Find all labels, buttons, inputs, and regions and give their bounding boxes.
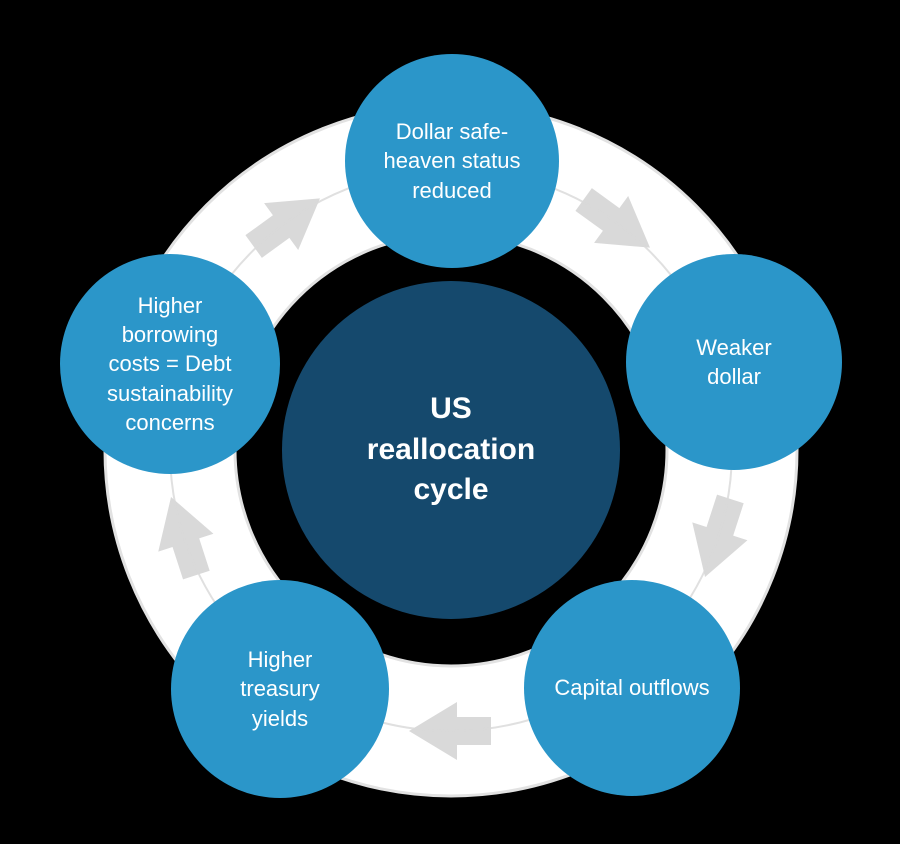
center-node-us-reallocation-cycle: US reallocation cycle [282, 281, 620, 619]
node-weaker-dollar: Weaker dollar [626, 254, 842, 470]
arrow-right-to-bottom-right-icon [692, 494, 748, 577]
arrow-bottom-left-to-left-icon [158, 497, 214, 580]
node-higher-treasury-yields: Higher treasury yields [171, 580, 389, 798]
arrow-top-to-right-icon [575, 188, 650, 248]
node-capital-outflows: Capital outflows [524, 580, 740, 796]
node-dollar-safe-heaven-status-reduced: Dollar safe- heaven status reduced [345, 54, 559, 268]
node-higher-borrowing-costs: Higher borrowing costs = Debt sustainabi… [60, 254, 280, 474]
